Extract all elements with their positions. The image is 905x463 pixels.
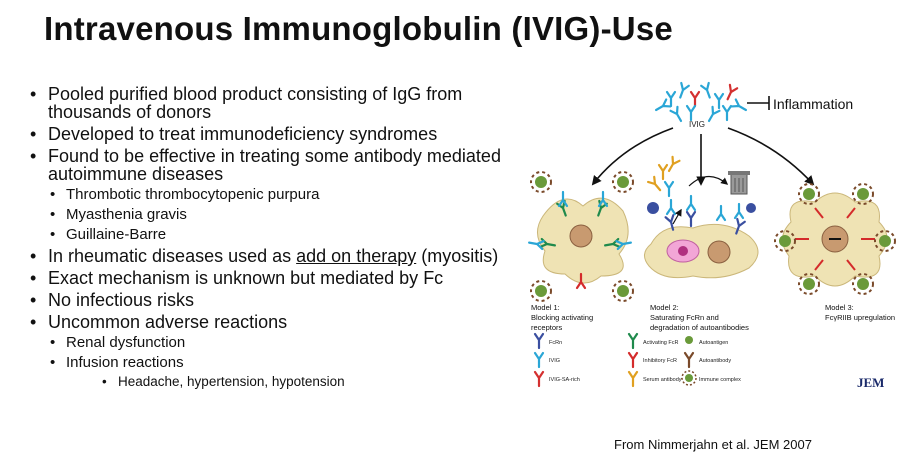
sub-bullet-item: Renal dysfunction (28, 335, 518, 350)
legend-activating-label: Activating FcR (643, 340, 678, 346)
mechanism-diagram: IVIG Inflammation (527, 81, 896, 390)
legend-autoantibody: Autoantibody (683, 351, 731, 369)
sub-bullet-item: Guillaine-Barre (28, 227, 518, 242)
bullet-item: Uncommon adverse reactions (28, 313, 518, 331)
source-caption: From Nimmerjahn et al. JEM 2007 (614, 437, 812, 452)
bullet-list: Pooled purified blood product consisting… (28, 85, 518, 393)
inflammation-label: Inflammation (773, 96, 853, 112)
bullet-text: (myositis) (416, 246, 499, 266)
legend-ivig-label: IVIG (549, 358, 560, 364)
arrow-to-model1 (591, 127, 674, 186)
model2-desc-line2: degradation of autoantibodies (650, 323, 749, 332)
legend-autoantigen-label: Autoantigen (699, 340, 728, 346)
sub-bullet-item: Infusion reactions (28, 355, 518, 370)
jem-logo: JEM (857, 375, 884, 390)
legend-inhibitory: Inhibitory FcR (627, 351, 677, 369)
bullet-item: Pooled purified blood product consisting… (28, 85, 518, 121)
bullet-item: Developed to treat immunodeficiency synd… (28, 125, 518, 143)
underlined-text: add on therapy (296, 246, 417, 266)
model1-title: Model 1: (531, 303, 560, 312)
model2-desc-line1: Saturating FcRn and (650, 313, 719, 322)
model2-cell (644, 194, 759, 279)
legend-autoantigen: Autoantigen (685, 336, 728, 346)
legend-ivig-sa-label: IVIG-SA-rich (549, 377, 580, 383)
figure-legend: FcRn IVIG IVIG-SA-rich Activating FcR In… (533, 332, 741, 388)
ivig-antibody-cluster (652, 81, 750, 125)
ivig-label: IVIG (689, 120, 705, 129)
bullet-item: In rheumatic diseases used as add on the… (28, 247, 518, 265)
arrow-to-model3 (727, 127, 815, 186)
legend-activating: Activating FcR (627, 332, 678, 350)
bullet-item: Found to be effective in treating some a… (28, 147, 518, 183)
slide-title: Intravenous Immunoglobulin (IVIG)-Use (44, 10, 673, 47)
model3-desc: FcγRIIB upregulation (825, 313, 895, 322)
legend-inhibitory-label: Inhibitory FcR (643, 358, 677, 364)
bullet-item: Exact mechanism is unknown but mediated … (28, 269, 518, 287)
model1-cell (527, 190, 633, 290)
sub-sub-bullet-item: Headache, hypertension, hypotension (28, 375, 518, 389)
legend-fcrn: FcRn (533, 332, 562, 350)
legend-fcrn-label: FcRn (549, 340, 562, 346)
legend-serum-label: Serum antibody (643, 377, 682, 383)
legend-immune-complex: Immune complex (681, 370, 741, 386)
sub-bullet-item: Myasthenia gravis (28, 207, 518, 222)
ivig-mechanism-figure: IVIG Inflammation (523, 76, 903, 401)
legend-serum: Serum antibody (627, 370, 682, 388)
model3-title: Model 3: (825, 303, 854, 312)
model1-desc-line1: Blocking activating (531, 313, 593, 322)
trash-can-icon (728, 171, 750, 195)
bullet-text: In rheumatic diseases used as (48, 246, 297, 266)
legend-immune-complex-label: Immune complex (699, 377, 741, 383)
model1-immune-complexes (530, 171, 634, 302)
sub-bullet-item: Thrombotic thrombocytopenic purpura (28, 187, 518, 202)
bullet-item: No infectious risks (28, 291, 518, 309)
model3-immune-complexes (774, 183, 896, 295)
degradation-arrow (688, 175, 729, 187)
legend-ivig-sa: IVIG-SA-rich (533, 370, 580, 388)
model3-cell (782, 192, 888, 287)
legend-autoantibody-label: Autoantibody (699, 358, 731, 364)
model2-title: Model 2: (650, 303, 679, 312)
legend-ivig: IVIG (533, 351, 560, 369)
model2-autoantigens (647, 202, 756, 214)
serum-antibody-cluster (646, 155, 681, 198)
model1-desc-line2: receptors (531, 323, 563, 332)
